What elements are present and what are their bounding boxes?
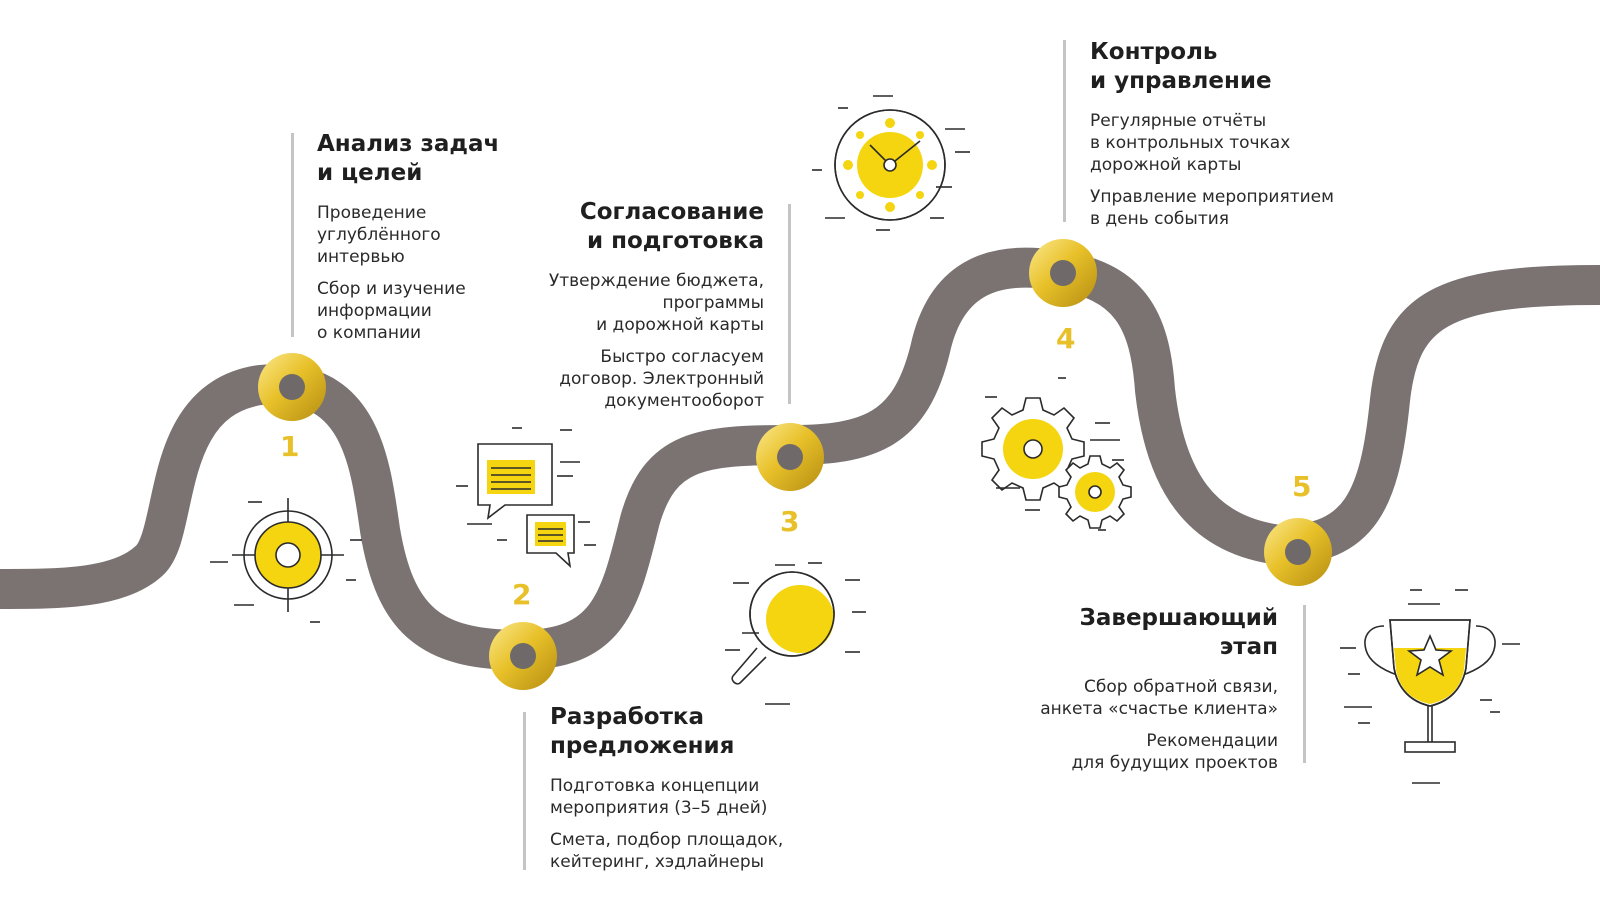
step-4-title-line: Контроль	[1090, 39, 1218, 65]
step-number-2: 2	[512, 578, 532, 611]
text-line: Проведение	[317, 203, 427, 223]
step-number-4: 4	[1056, 322, 1076, 355]
text-line: программы	[662, 293, 764, 313]
text-line: и дорожной карты	[596, 315, 764, 335]
step-3-title-line: Согласование	[579, 199, 764, 225]
text-line: о компании	[317, 323, 422, 343]
milestone-2	[489, 622, 557, 690]
step-1-text: Анализ задач и целей Проведение углублён…	[317, 130, 547, 354]
text-line: Утверждение бюджета,	[548, 271, 764, 291]
step-4-paragraph: Управление мероприятием в день события	[1090, 186, 1390, 230]
step-2-paragraph: Подготовка концепции мероприятия (3–5 дн…	[550, 775, 830, 819]
gears-icon	[981, 377, 1132, 531]
step-2-text: Разработка предложения Подготовка концеп…	[550, 703, 830, 883]
step-4-title-line: и управление	[1090, 68, 1272, 94]
step-5-text: Завершающий этап Сбор обратной связи, ан…	[980, 604, 1278, 784]
rule-step-5	[1303, 605, 1306, 763]
text-line: Сбор и изучение	[317, 279, 466, 299]
rule-step-2	[523, 712, 526, 870]
text-line: Управление мероприятием	[1090, 187, 1334, 207]
step-1-paragraph: Проведение углублённого интервью	[317, 202, 547, 268]
text-line: дорожной карты	[1090, 155, 1242, 175]
chat-bubbles-icon	[456, 427, 596, 569]
step-4-title: Контроль и управление	[1090, 38, 1390, 96]
text-line: Сбор обратной связи,	[1084, 677, 1278, 697]
step-4-paragraph: Регулярные отчёты в контрольных точках д…	[1090, 110, 1390, 176]
rule-step-4	[1063, 40, 1066, 222]
step-1-title: Анализ задач и целей	[317, 130, 547, 188]
target-icon	[210, 498, 362, 623]
rule-step-1	[291, 133, 294, 337]
step-number-5: 5	[1292, 470, 1312, 503]
step-5-paragraph: Сбор обратной связи, анкета «счастье кли…	[980, 676, 1278, 720]
step-number-1: 1	[280, 430, 300, 463]
text-line: Быстро согласуем	[600, 347, 764, 367]
trophy-icon	[1340, 589, 1520, 784]
step-3-title-line: и подготовка	[586, 228, 764, 254]
milestone-3	[756, 423, 824, 491]
step-2-title: Разработка предложения	[550, 703, 830, 761]
step-3-paragraph: Утверждение бюджета, программы и дорожно…	[500, 270, 764, 336]
step-number-3: 3	[780, 505, 800, 538]
step-5-title-line: этап	[1219, 634, 1278, 660]
step-5-paragraph: Рекомендации для будущих проектов	[980, 730, 1279, 774]
step-1-title-line: и целей	[317, 160, 423, 186]
text-line: анкета «счастье клиента»	[1040, 699, 1278, 719]
text-line: в контрольных точках	[1090, 133, 1291, 153]
rule-step-3	[788, 204, 791, 404]
step-5-title-line: Завершающий	[1079, 605, 1278, 631]
text-line: Смета, подбор площадок,	[550, 830, 784, 850]
magnifier-icon	[725, 562, 866, 705]
text-line: в день события	[1090, 209, 1230, 229]
step-1-paragraph: Сбор и изучение информации о компании	[317, 278, 547, 344]
step-2-title-line: Разработка	[550, 704, 705, 730]
text-line: кейтеринг, хэдлайнеры	[550, 852, 765, 872]
milestone-5	[1264, 518, 1332, 586]
step-2-title-line: предложения	[550, 733, 735, 759]
clock-icon	[812, 95, 970, 231]
step-3-paragraph: Быстро согласуем договор. Электронный до…	[500, 346, 764, 412]
text-line: углублённого	[317, 225, 441, 245]
step-3-title: Согласование и подготовка	[500, 198, 764, 256]
step-5-title: Завершающий этап	[980, 604, 1278, 662]
text-line: документооборот	[604, 391, 764, 411]
text-line: договор. Электронный	[559, 369, 764, 389]
step-4-text: Контроль и управление Регулярные отчёты …	[1090, 38, 1390, 240]
text-line: информации	[317, 301, 432, 321]
step-1-title-line: Анализ задач	[317, 131, 500, 157]
text-line: интервью	[317, 247, 405, 267]
text-line: Регулярные отчёты	[1090, 111, 1267, 131]
step-3-text: Согласование и подготовка Утверждение бю…	[500, 198, 764, 422]
milestone-4	[1029, 239, 1097, 307]
text-line: для будущих проектов	[1071, 753, 1279, 773]
step-2-paragraph: Смета, подбор площадок, кейтеринг, хэдла…	[550, 829, 830, 873]
milestone-1	[258, 353, 326, 421]
text-line: мероприятия (3–5 дней)	[550, 798, 768, 818]
text-line: Рекомендации	[1146, 731, 1278, 751]
text-line: Подготовка концепции	[550, 776, 760, 796]
